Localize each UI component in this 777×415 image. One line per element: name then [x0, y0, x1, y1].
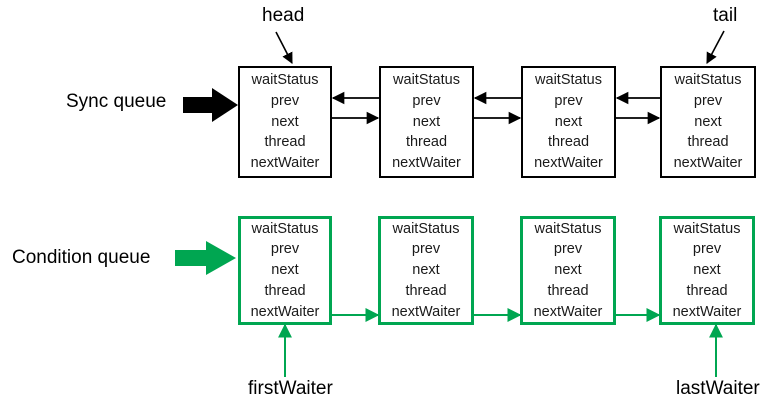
field-next: next [271, 113, 299, 130]
field-nextWaiter: nextWaiter [534, 155, 603, 172]
condition-node-3[interactable]: waitStatus prev next thread nextWaiter [520, 216, 616, 325]
condition-node-4[interactable]: waitStatus prev next thread nextWaiter [659, 216, 755, 325]
tail-pointer-label: tail [713, 5, 738, 26]
field-nextWaiter: nextWaiter [250, 155, 320, 172]
field-thread: thread [547, 282, 589, 299]
field-nextWaiter: nextWaiter [673, 155, 743, 172]
field-waitStatus: waitStatus [674, 72, 742, 89]
field-thread: thread [264, 282, 306, 299]
field-nextWaiter: nextWaiter [672, 303, 742, 320]
head-pointer-arrow [275, 31, 293, 64]
field-prev: prev [693, 92, 723, 109]
field-waitStatus: waitStatus [534, 220, 602, 237]
firstwaiter-pointer-label: firstWaiter [248, 378, 333, 399]
field-next: next [412, 113, 441, 130]
sync-queue-label: Sync queue [66, 91, 167, 112]
sync-node-2[interactable]: waitStatus prev next thread nextWaiter [379, 66, 474, 178]
lastwaiter-pointer-label: lastWaiter [676, 378, 760, 399]
sync-node-1[interactable]: waitStatus prev next thread nextWaiter [238, 66, 332, 178]
field-waitStatus: waitStatus [673, 220, 741, 237]
field-next: next [412, 262, 440, 279]
field-prev: prev [270, 241, 300, 258]
field-next: next [694, 113, 722, 130]
field-nextWaiter: nextWaiter [250, 303, 320, 320]
condition-node-1[interactable]: waitStatus prev next thread nextWaiter [238, 216, 332, 325]
head-pointer-label: head [262, 5, 305, 26]
field-waitStatus: waitStatus [251, 220, 319, 237]
tail-pointer-arrow [706, 30, 725, 64]
field-prev: prev [553, 241, 583, 258]
field-thread: thread [686, 282, 728, 299]
field-waitStatus: waitStatus [393, 72, 460, 89]
sync-node-4[interactable]: waitStatus prev next thread nextWaiter [660, 66, 756, 178]
sync-queue-block-arrow [183, 88, 238, 122]
field-waitStatus: waitStatus [535, 72, 602, 89]
field-prev: prev [412, 92, 441, 109]
field-nextWaiter: nextWaiter [392, 155, 461, 172]
field-waitStatus: waitStatus [251, 72, 319, 89]
field-thread: thread [547, 134, 590, 151]
field-next: next [554, 113, 583, 130]
field-next: next [693, 262, 721, 279]
condition-queue-block-arrow [175, 241, 236, 275]
sync-node-3[interactable]: waitStatus prev next thread nextWaiter [521, 66, 616, 178]
field-thread: thread [405, 134, 448, 151]
field-thread: thread [264, 134, 306, 151]
field-prev: prev [270, 92, 300, 109]
field-nextWaiter: nextWaiter [533, 303, 603, 320]
condition-node-2[interactable]: waitStatus prev next thread nextWaiter [378, 216, 474, 325]
condition-queue-label: Condition queue [12, 247, 151, 268]
field-waitStatus: waitStatus [392, 220, 460, 237]
field-prev: prev [554, 92, 583, 109]
field-next: next [271, 262, 299, 279]
field-thread: thread [405, 282, 447, 299]
field-thread: thread [687, 134, 729, 151]
field-prev: prev [692, 241, 722, 258]
field-prev: prev [411, 241, 441, 258]
field-nextWaiter: nextWaiter [391, 303, 461, 320]
field-next: next [554, 262, 582, 279]
